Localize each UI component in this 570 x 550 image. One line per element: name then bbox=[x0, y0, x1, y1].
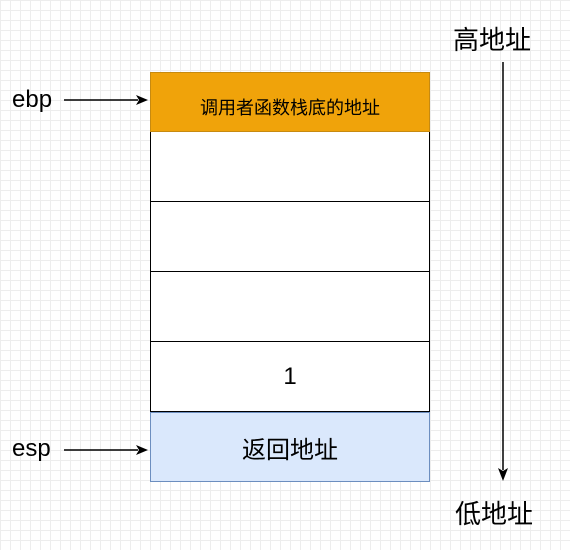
stack-cell-caller-ebp: 调用者函数栈底的地址 bbox=[150, 72, 430, 132]
high-address-label: 高地址 bbox=[453, 26, 532, 56]
esp-label: esp bbox=[12, 435, 51, 462]
esp-arrow bbox=[64, 445, 148, 455]
stack-cell-empty-3 bbox=[150, 272, 430, 342]
stack-cell-return-address: 返回地址 bbox=[150, 412, 430, 482]
stack-cell-empty-1 bbox=[150, 132, 430, 202]
stack-cell-empty-2 bbox=[150, 202, 430, 272]
ebp-arrow bbox=[64, 95, 148, 105]
low-address-label: 低地址 bbox=[455, 500, 534, 530]
high-to-low-arrow bbox=[498, 62, 508, 481]
stack-cell-value: 1 bbox=[150, 342, 430, 412]
ebp-label: ebp bbox=[12, 86, 53, 113]
